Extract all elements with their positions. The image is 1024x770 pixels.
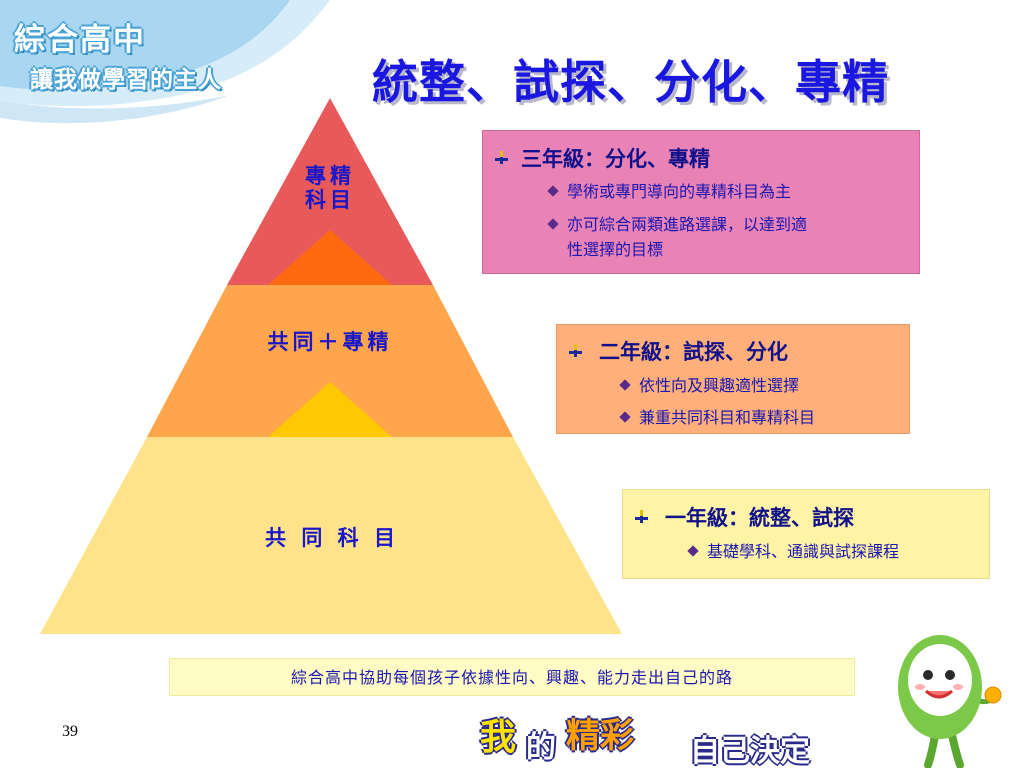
grade-3-heading: 三年級：分化、專精 <box>521 146 710 171</box>
diamond-bullet-icon <box>547 185 559 197</box>
mascot-character-icon <box>898 635 1002 768</box>
diamond-bullet-icon <box>619 379 631 391</box>
bullet-cross-icon <box>635 510 648 523</box>
page-number: 39 <box>62 723 78 740</box>
pyramid-top-label: 專精 科目 <box>290 164 370 212</box>
brand-subtitle: 讓我做學習的主人 <box>30 67 222 93</box>
caption-bar: 綜合高中協助每個孩子依據性向、興趣、能力走出自己的路 <box>169 658 855 696</box>
grade-2-item: 依性向及興趣適性選擇 <box>639 376 800 395</box>
banner-text-3: 精彩 <box>566 716 634 756</box>
bullet-cross-icon <box>569 344 582 357</box>
pyramid-top-label-line2: 科目 <box>305 187 355 212</box>
pyramid-top-label-line1: 專精 <box>305 163 355 188</box>
banner-text-2: 的 <box>526 730 556 765</box>
header-swoosh <box>0 0 330 124</box>
slide-title: 統整、試探、分化、專精 <box>372 55 889 109</box>
diamond-bullet-icon <box>619 411 631 423</box>
grade-2-heading: 二年級：試探、分化 <box>599 339 788 364</box>
pyramid-inner-top-triangle <box>268 230 392 285</box>
grade-2-item: 兼重共同科目和專精科目 <box>639 408 816 427</box>
banner-background <box>470 708 870 768</box>
pyramid-middle-tier <box>147 285 513 437</box>
bullet-cross-icon <box>495 151 508 164</box>
diamond-bullet-icon <box>687 545 699 557</box>
brand-title: 綜合高中 <box>14 22 146 58</box>
pyramid-top-tier <box>227 98 433 285</box>
grade-2-box: 二年級：試探、分化 依性向及興趣適性選擇 兼重共同科目和專精科目 <box>556 324 910 434</box>
banner-text-4: 自己決定 <box>690 734 810 769</box>
grade-3-item: 亦可綜合兩類進路選課，以達到適 <box>567 215 808 234</box>
banner-text-1: 我 <box>480 717 517 758</box>
grade-3-item: 學術或專門導向的專精科目為主 <box>567 182 792 201</box>
pyramid-middle-label: 共同＋專精 <box>267 329 393 354</box>
grade-1-heading: 一年級：統整、試探 <box>665 505 854 530</box>
grade-1-item: 基礎學科、通識與試探課程 <box>707 542 900 561</box>
grade-1-box: 一年級：統整、試探 基礎學科、通識與試探課程 <box>622 489 990 579</box>
grade-3-item-continued: 性選擇的目標 <box>567 240 664 259</box>
diamond-bullet-icon <box>547 218 559 230</box>
grade-3-box: 三年級：分化、專精 學術或專門導向的專精科目為主 亦可綜合兩類進路選課，以達到適… <box>482 130 920 274</box>
pyramid-bottom-tier <box>40 437 622 634</box>
pyramid-inner-middle-triangle <box>268 382 392 437</box>
pyramid-bottom-label: 共 同 科 目 <box>265 525 395 550</box>
